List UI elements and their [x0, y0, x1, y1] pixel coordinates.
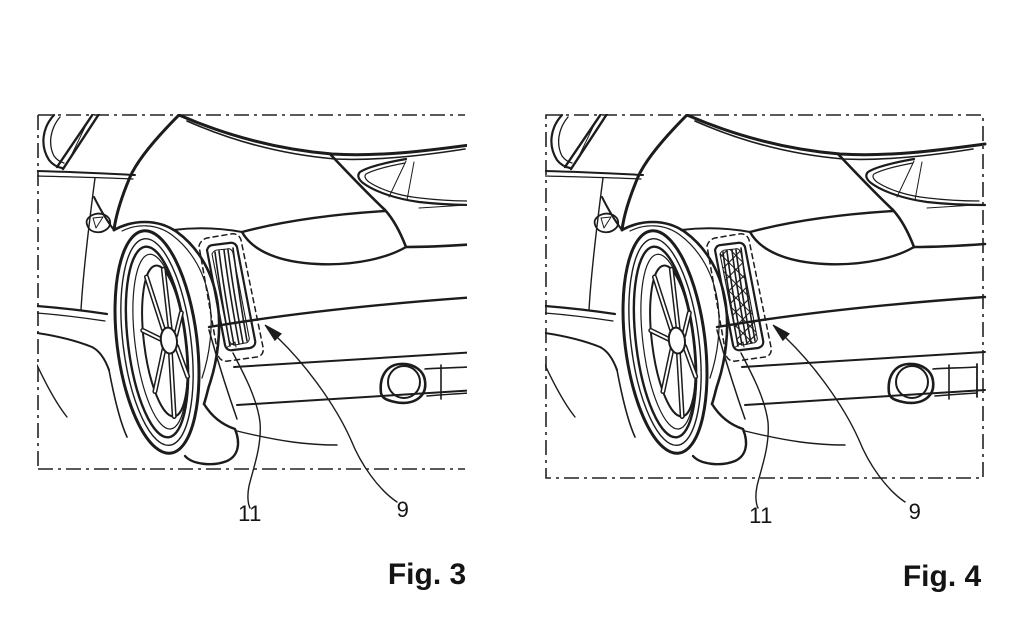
- figure-4-frame: [545, 114, 984, 479]
- figure-3: 11 9 Fig. 3: [37, 114, 467, 591]
- ref-label-11: 11: [238, 501, 262, 526]
- vent-crosshatch: [720, 248, 758, 345]
- arrow-head-9: [264, 324, 282, 342]
- figure-3-frame: [37, 114, 465, 470]
- car-rear-quarter-drawing: [545, 114, 985, 464]
- ref-label-11: 11: [749, 503, 773, 528]
- leader-line-11: [232, 352, 261, 509]
- leader-line-11: [740, 352, 769, 509]
- figure-3-caption: Fig. 3: [388, 558, 466, 591]
- arrow-head-9: [772, 324, 790, 342]
- figure-4: 11 9 Fig. 4: [545, 114, 987, 593]
- figure-4-caption: Fig. 4: [903, 560, 982, 593]
- ref-label-9: 9: [397, 497, 410, 522]
- ref-label-9: 9: [909, 499, 922, 524]
- car-rear-quarter-drawing: [37, 114, 467, 464]
- leader-line-9: [277, 337, 398, 503]
- leader-line-9: [785, 337, 906, 503]
